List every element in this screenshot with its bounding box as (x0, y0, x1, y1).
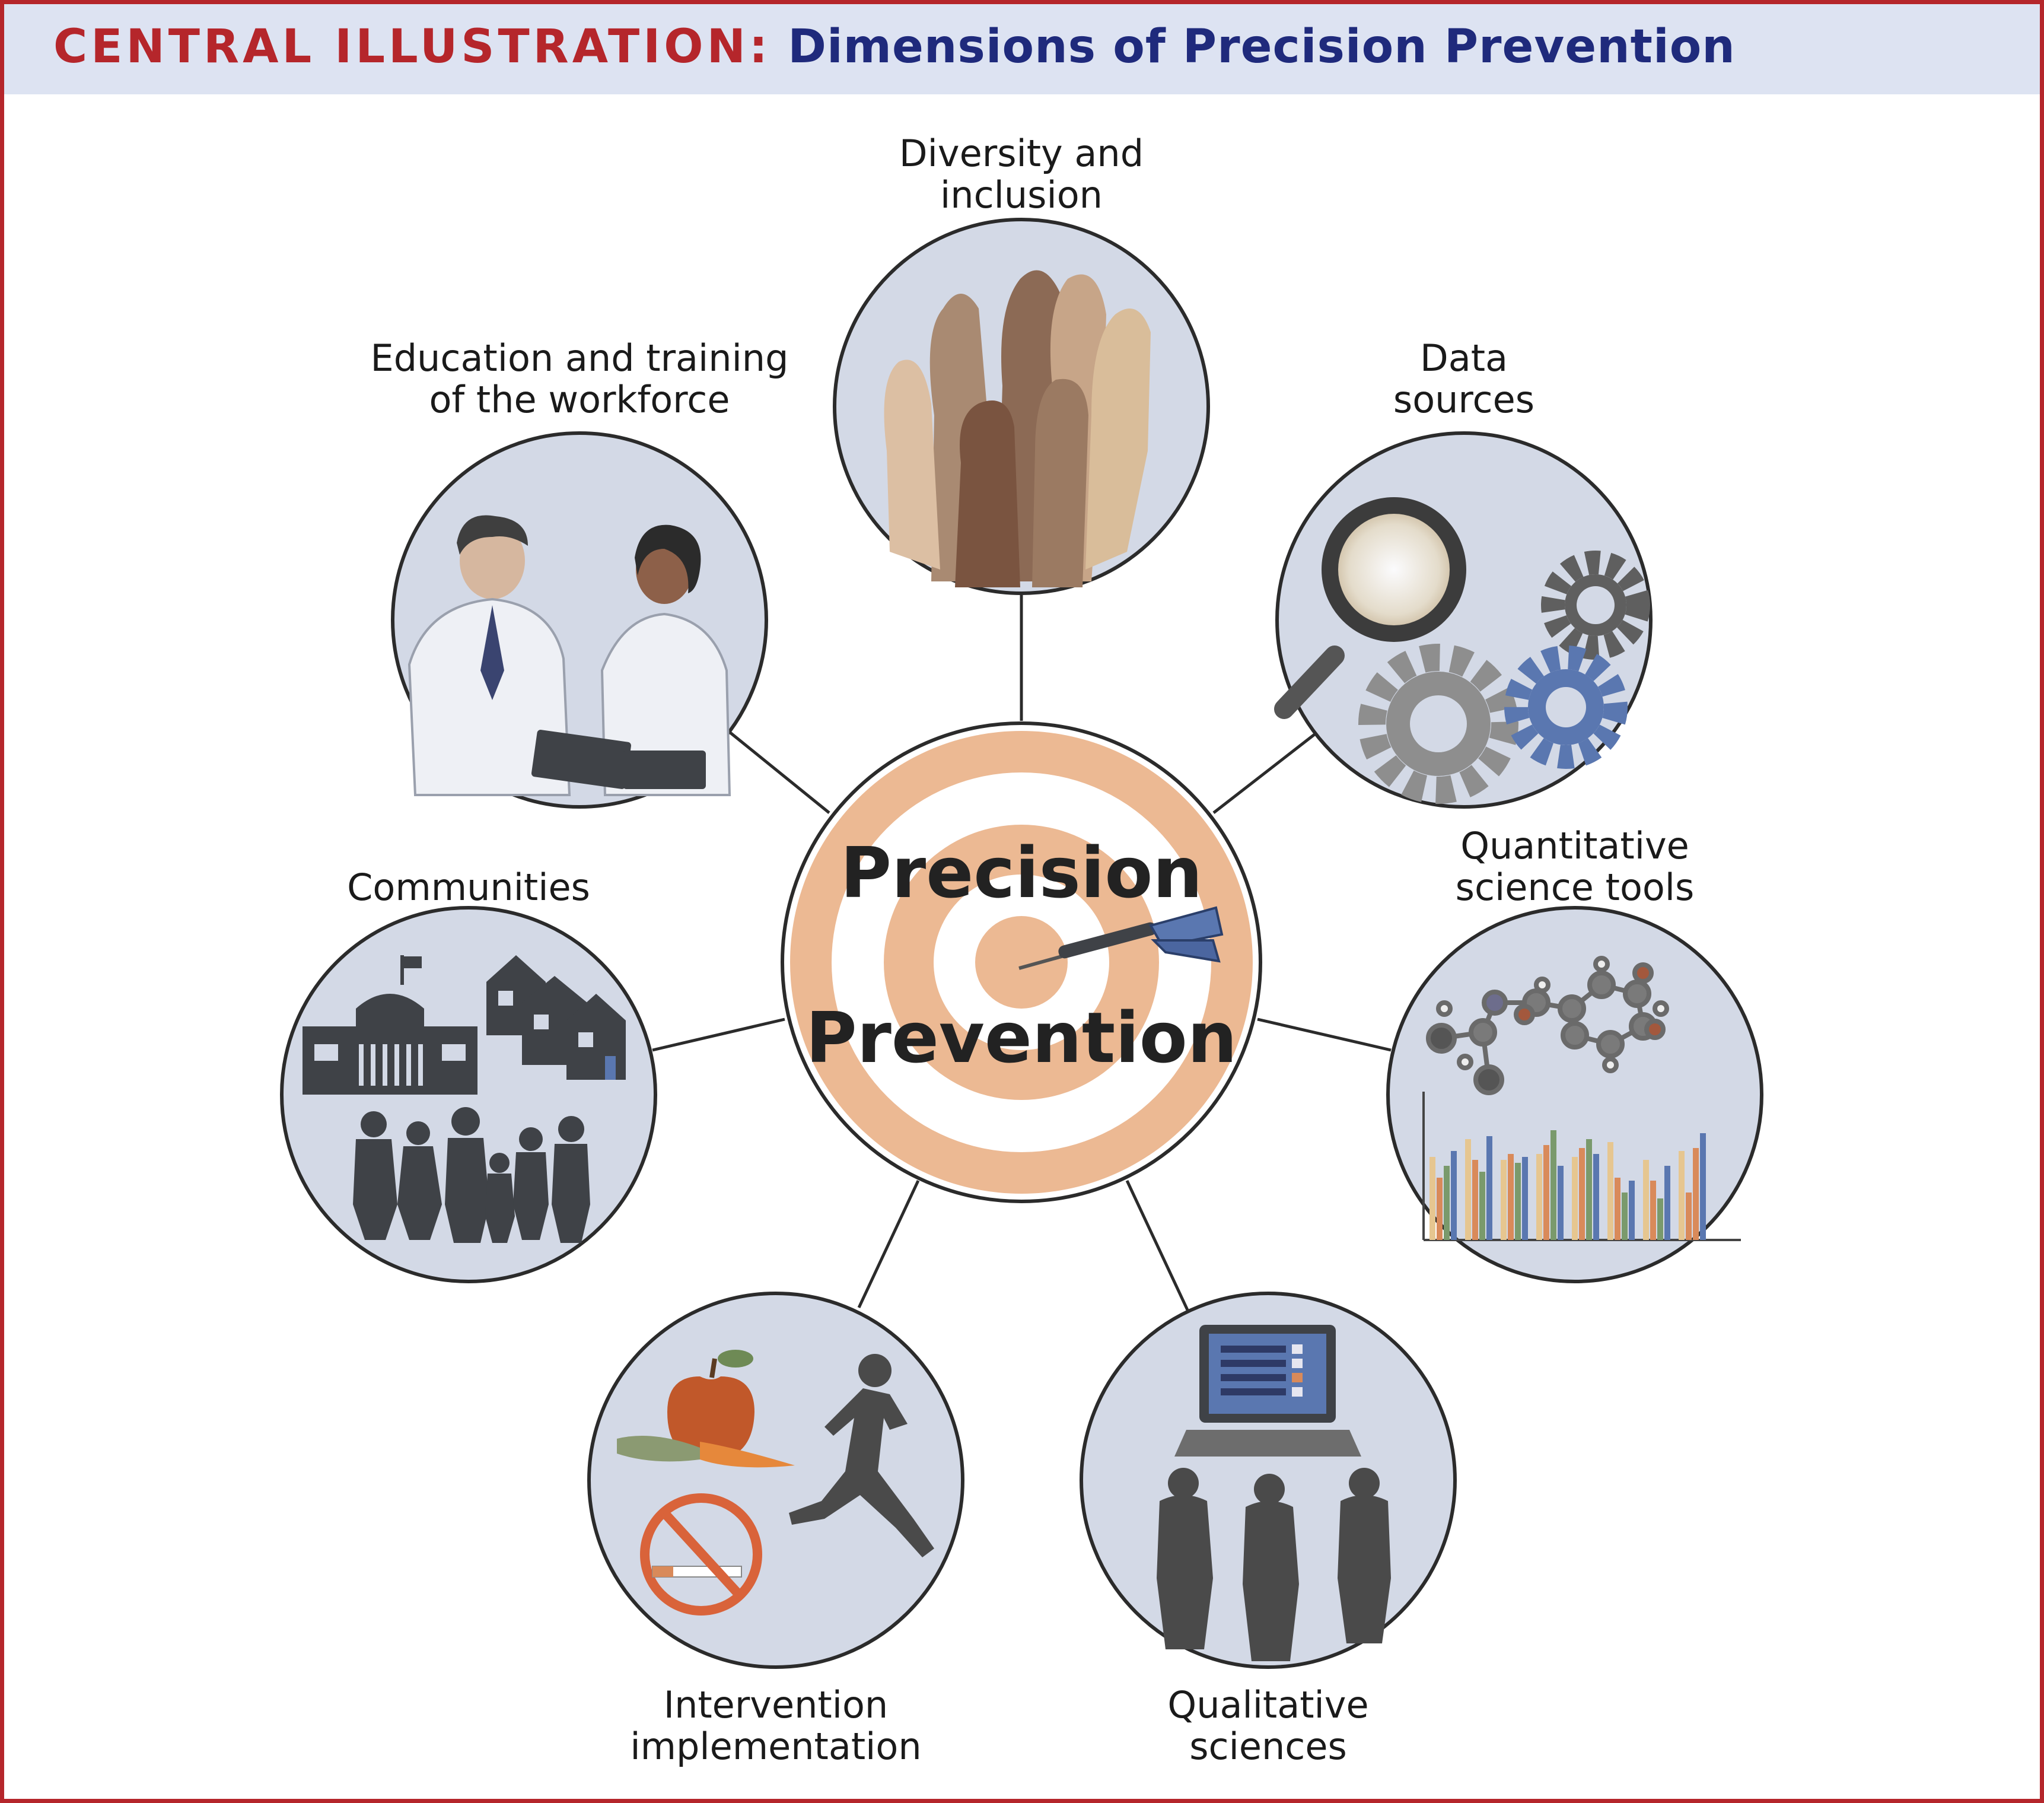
connector-education (728, 731, 830, 814)
node-label-line: inclusion (940, 173, 1103, 217)
node-label-line: implementation (630, 1725, 921, 1768)
raised-hands-icon (884, 270, 1151, 587)
people-silhouettes-icon (1157, 1468, 1391, 1661)
laptop-icon (1174, 1325, 1361, 1457)
target-bullseye (975, 916, 1068, 1009)
node-label-line: Intervention (664, 1683, 888, 1726)
node-circle (587, 1292, 964, 1669)
node-label-line: of the workforce (429, 378, 730, 421)
apple-icon (667, 1350, 754, 1459)
gear-icon (1358, 644, 1518, 804)
bar-chart-icon (1422, 1092, 1741, 1241)
connector-qualitative (1125, 1179, 1189, 1311)
node-data-sources: Data sources (1274, 336, 1653, 809)
node-diversity: Diversity and inclusion (833, 132, 1210, 595)
people-silhouettes-icon (353, 1107, 590, 1243)
node-label-line: sciences (1189, 1725, 1347, 1768)
connector-lines (652, 595, 1392, 1311)
node-education: Education and training of the workforce (371, 336, 789, 809)
node-quantitative: Quantitative science tools (1386, 824, 1763, 1283)
doctors-icon (407, 515, 731, 796)
title-main: Dimensions of Precision Prevention (788, 20, 1736, 74)
carrot-icon (617, 1436, 795, 1468)
center-label-line2: Prevention (805, 997, 1237, 1079)
dart-icon (1018, 906, 1224, 970)
node-label-line: sources (1393, 378, 1534, 421)
node-label-line: Qualitative (1167, 1683, 1368, 1726)
houses-icon (486, 955, 626, 1080)
gear-icon (1541, 551, 1650, 660)
node-label-line: Education and training (371, 336, 789, 380)
node-label-line: Data (1420, 336, 1508, 380)
connector-communities (652, 1017, 785, 1052)
header-bar (4, 4, 2040, 94)
center-target: Precision Prevention (781, 721, 1262, 1203)
node-communities: Communities (280, 866, 657, 1283)
runner-icon (789, 1354, 934, 1557)
connector-quantitative (1257, 1017, 1392, 1052)
node-intervention: Intervention implementation (587, 1292, 964, 1768)
magnifier-icon (1274, 497, 1466, 719)
node-label-line: Quantitative (1460, 824, 1689, 867)
figure-title: CENTRAL ILLUSTRATION: Dimensions of Prec… (53, 20, 1736, 74)
title-prefix: CENTRAL ILLUSTRATION: (53, 20, 772, 74)
connector-intervention (857, 1179, 920, 1309)
node-label-line: Communities (347, 866, 590, 909)
molecule-icon (1426, 956, 1669, 1095)
node-qualitative: Qualitative sciences (1080, 1292, 1457, 1768)
node-label-line: science tools (1456, 866, 1695, 909)
node-label-line: Diversity and (899, 132, 1144, 175)
no-smoking-icon (640, 1493, 762, 1616)
capitol-building-icon (303, 955, 477, 1095)
center-label-line1: Precision (840, 832, 1203, 914)
gear-icon (1504, 645, 1628, 769)
connector-data-sources (1212, 733, 1316, 814)
